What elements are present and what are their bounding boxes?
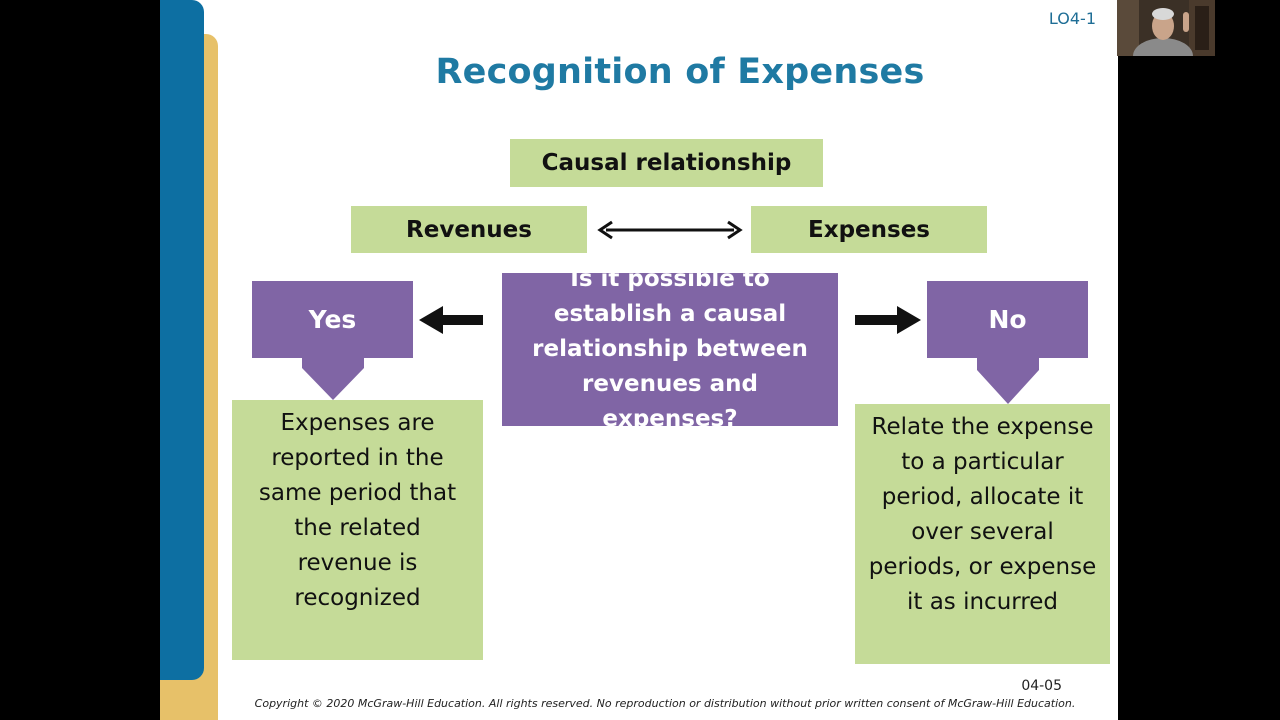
revenues-box: Revenues — [351, 206, 587, 253]
question-box: Is it possible to establish a causal rel… — [502, 266, 838, 432]
copyright-notice: Copyright © 2020 McGraw-Hill Education. … — [254, 697, 1076, 710]
no-result-text: Relate the expense to a particular perio… — [868, 414, 1097, 615]
causal-relationship-box: Causal relationship — [510, 139, 823, 187]
page-number: 04-05 — [1021, 678, 1062, 694]
down-arrow-icon-right — [977, 358, 1039, 404]
webcam-video-icon — [1117, 0, 1215, 56]
yes-result-box: Expenses are reported in the same period… — [232, 400, 483, 660]
presenter-video-feed — [1117, 0, 1215, 56]
yes-result-text: Expenses are reported in the same period… — [258, 410, 457, 611]
no-result-box: Relate the expense to a particular perio… — [855, 404, 1110, 664]
revenues-label: Revenues — [406, 216, 532, 243]
learning-objective-tag: LO4-1 — [1048, 9, 1096, 28]
causal-relationship-label: Causal relationship — [541, 150, 792, 176]
left-arrow-icon — [419, 306, 483, 334]
slide: LO4-1 Recognition of Expenses Causal rel… — [160, 0, 1118, 720]
slide-title: Recognition of Expenses — [435, 52, 925, 92]
no-box: No — [927, 281, 1088, 358]
no-label: No — [988, 305, 1027, 334]
yes-label: Yes — [308, 305, 357, 334]
blue-accent-bar — [160, 0, 204, 680]
down-arrow-icon-left — [302, 358, 364, 400]
right-arrow-icon — [855, 306, 921, 334]
expenses-box: Expenses — [751, 206, 987, 253]
question-label: Is it possible to establish a causal rel… — [532, 266, 808, 432]
yes-box: Yes — [252, 281, 413, 358]
expenses-label: Expenses — [808, 216, 930, 243]
double-arrow-icon — [597, 220, 743, 240]
